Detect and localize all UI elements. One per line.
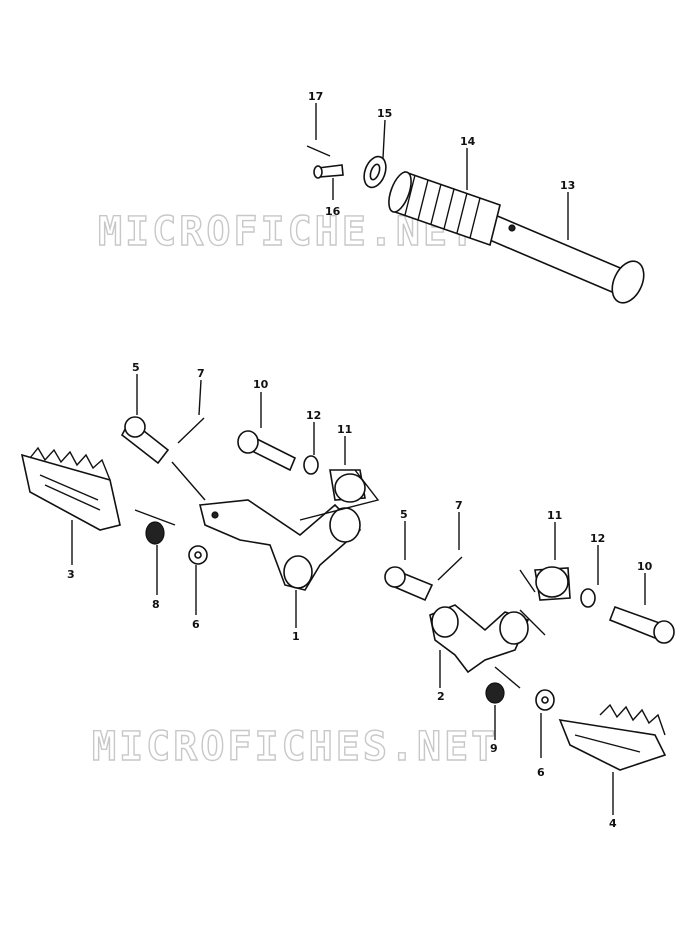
footpeg-3: [20, 446, 121, 531]
callouts: 1 2 3 4 5 5 6 6 7 7 8 9 10 10 11 11 12 1…: [67, 90, 653, 830]
callout-16: 16: [325, 205, 341, 218]
cotter-7-left: [177, 417, 205, 444]
cotter-17: [306, 145, 331, 157]
callout-3: 3: [67, 568, 75, 581]
callout-10-left: 10: [253, 378, 269, 391]
callout-4: 4: [609, 817, 617, 830]
bracket-2: [429, 604, 530, 674]
washer-12-right: [580, 588, 596, 608]
callout-7-right: 7: [455, 499, 463, 512]
bushing-11-left: [329, 469, 366, 503]
callout-6-left: 6: [192, 618, 200, 631]
callout-6-right: 6: [537, 766, 545, 779]
bracket-1: [199, 499, 362, 591]
callout-5-left: 5: [132, 361, 140, 374]
callout-5-right: 5: [400, 508, 408, 521]
cotter-7-right: [437, 556, 463, 581]
callout-12-left: 12: [306, 409, 321, 422]
spring-8: [134, 509, 176, 545]
leader-lines: [71, 103, 646, 815]
pin-16: [313, 164, 344, 179]
callout-17: 17: [308, 90, 323, 103]
bolt-10-right: [608, 605, 675, 644]
callout-2: 2: [437, 690, 445, 703]
callout-12-right: 12: [590, 532, 605, 545]
callout-14: 14: [460, 135, 476, 148]
callout-9: 9: [490, 742, 498, 755]
washer-12-left: [303, 455, 319, 475]
footpeg-4: [558, 703, 667, 771]
callout-8: 8: [152, 598, 160, 611]
callout-10-right: 10: [637, 560, 653, 573]
washer-15: [363, 155, 387, 189]
callout-7-left: 7: [197, 367, 205, 380]
pin-5-left: [120, 416, 170, 465]
callout-11-right: 11: [547, 509, 562, 522]
callout-1: 1: [292, 630, 300, 643]
bushing-11-right: [534, 566, 571, 601]
grip-14: [388, 170, 501, 247]
watermark-bottom: MICROFICHES.NET: [92, 724, 498, 770]
washer-6-left: [188, 545, 208, 565]
callout-11-left: 11: [337, 423, 352, 436]
pin-5-right: [384, 566, 434, 602]
callout-15: 15: [377, 107, 392, 120]
spring-9: [485, 666, 521, 704]
washer-6-right: [535, 689, 555, 711]
callout-13: 13: [560, 179, 575, 192]
bolt-10-left: [237, 430, 297, 472]
rod-13: [483, 213, 645, 304]
